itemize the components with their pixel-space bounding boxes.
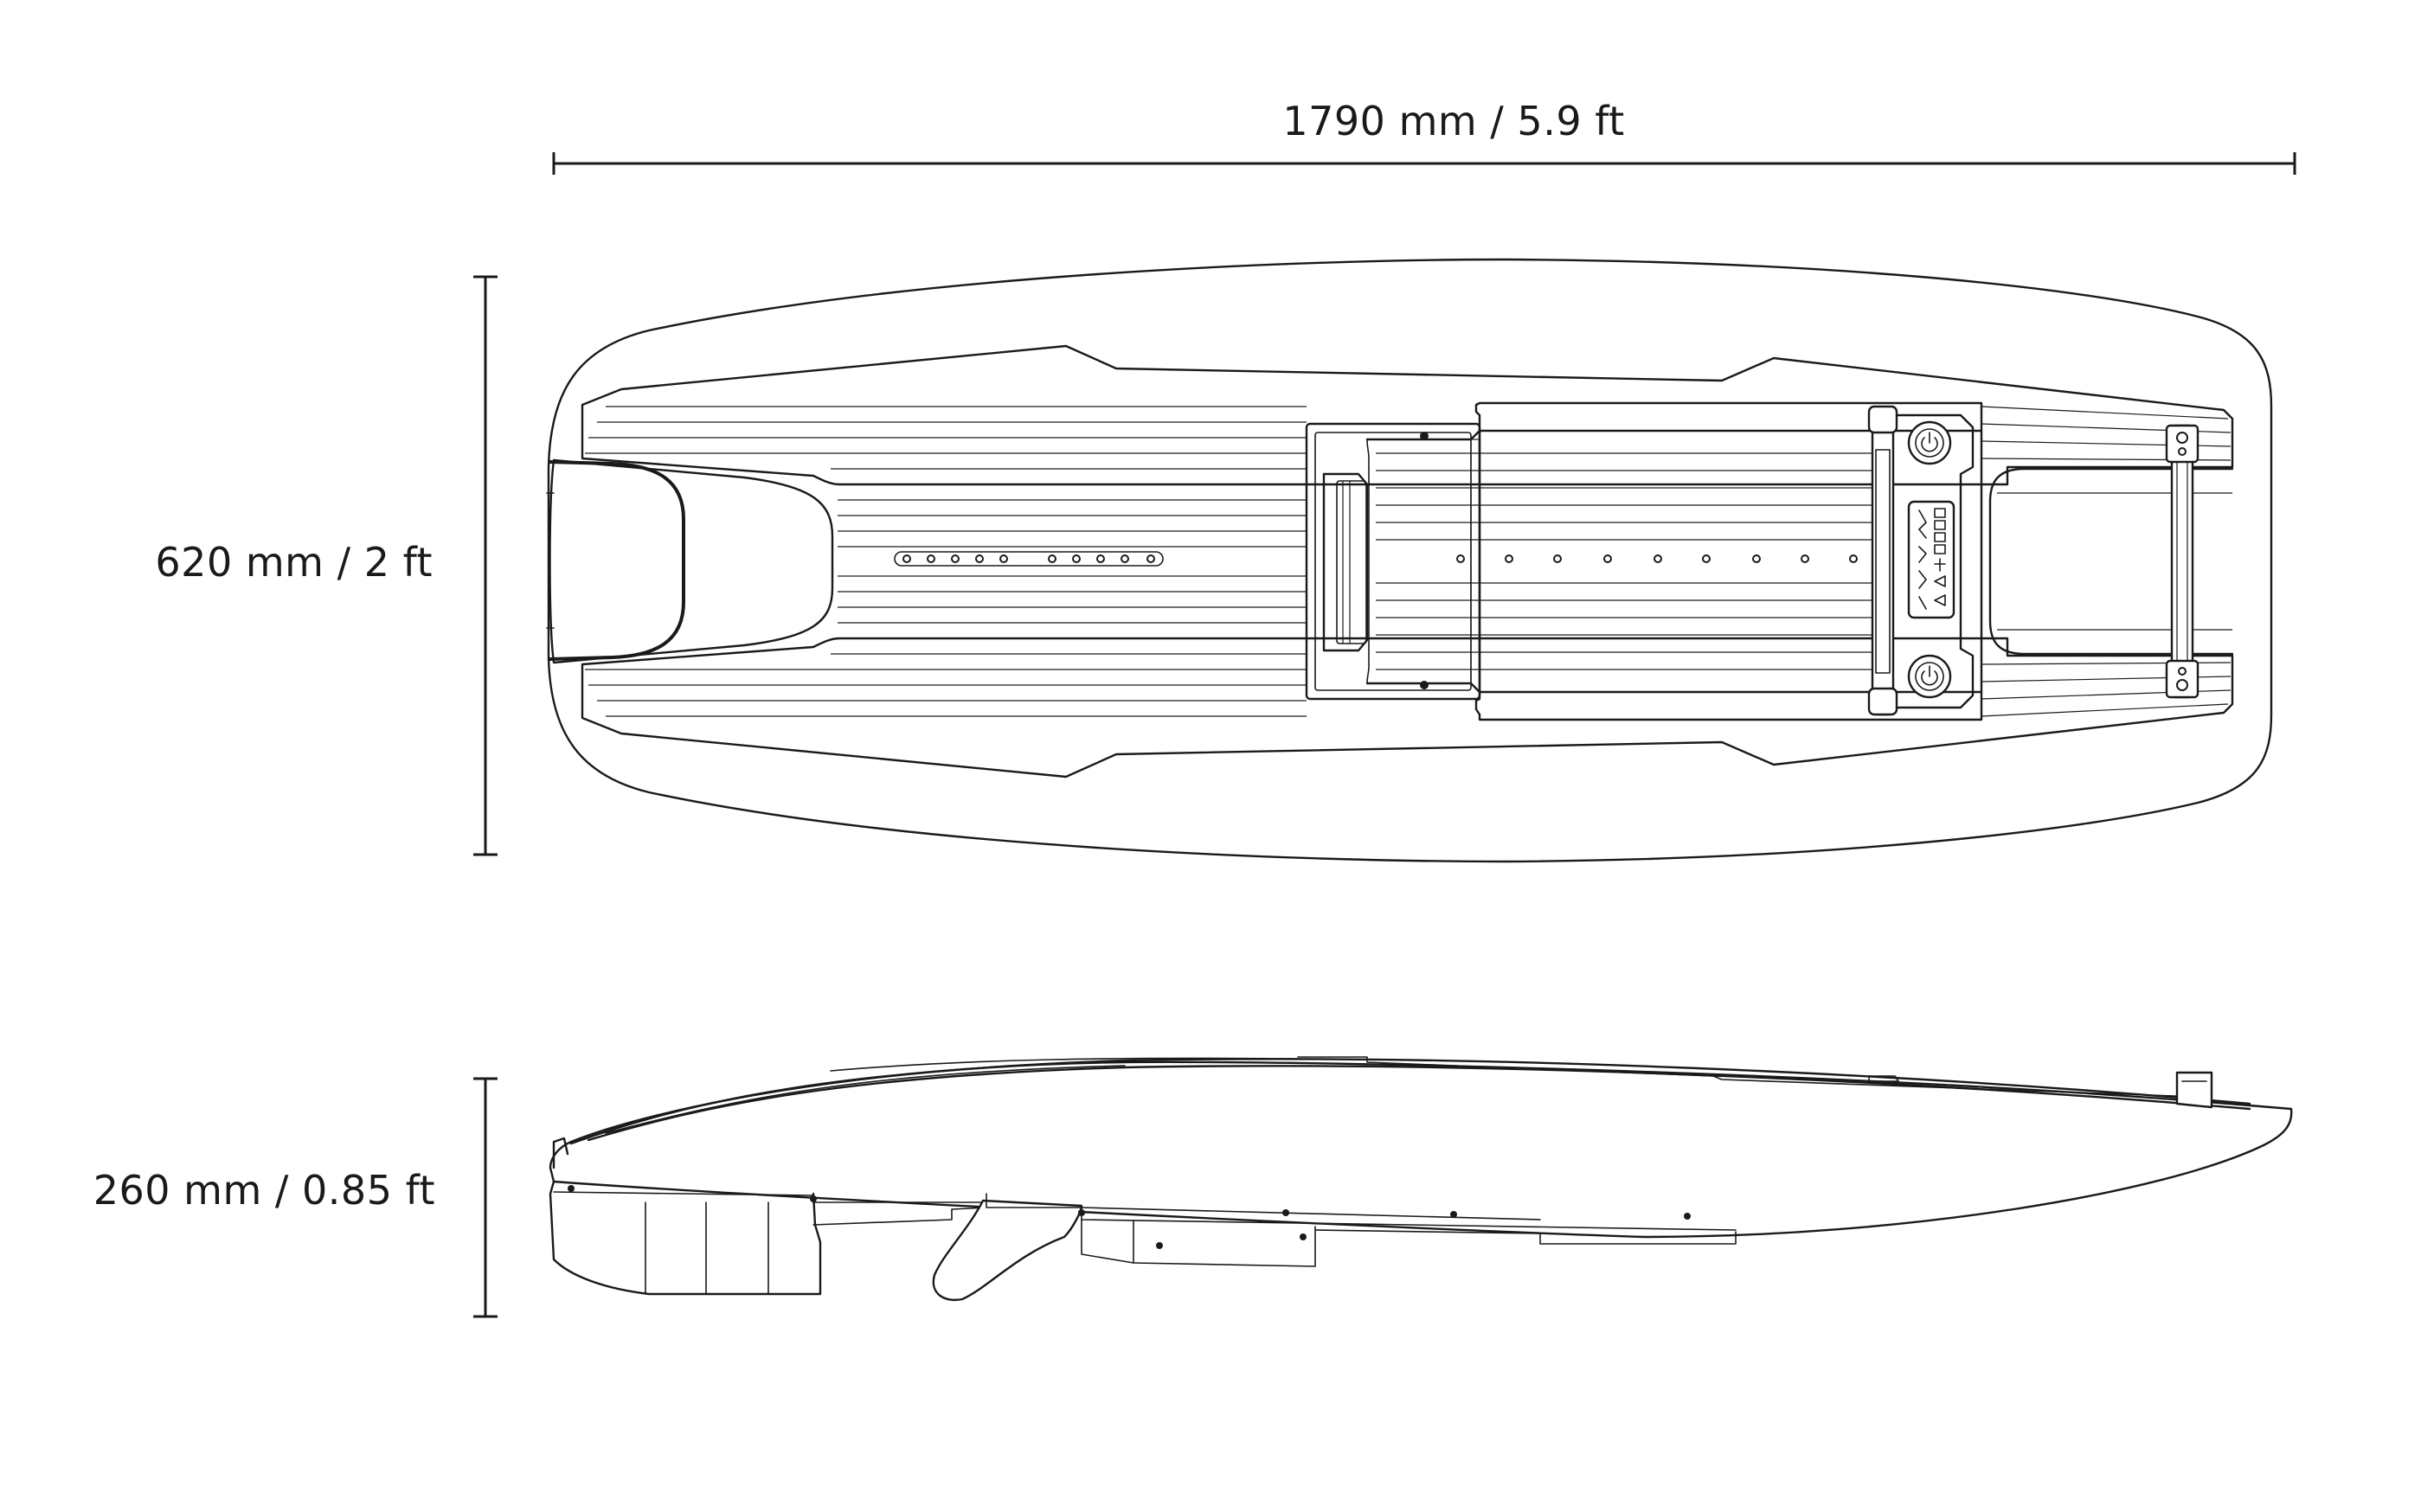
- battery-compartment: [1305, 422, 1481, 701]
- height-label: 260 mm / 0.85 ft: [93, 1167, 435, 1214]
- rear-mount-slot: [894, 551, 1164, 567]
- top-view: [546, 258, 2273, 863]
- channel-grooves: [838, 499, 1307, 624]
- side-front-handle: [2175, 1071, 2213, 1109]
- width-label: 620 mm / 2 ft: [155, 539, 433, 586]
- logo-panel: [1907, 500, 1955, 619]
- motor-pod: [549, 1180, 822, 1296]
- width-dimension: 620 mm / 2 ft: [155, 275, 498, 856]
- length-label: 1790 mm / 5.9 ft: [1282, 98, 1624, 144]
- front-foot-recess: [1988, 467, 2234, 656]
- fin: [932, 1199, 1083, 1302]
- length-dimension: 1790 mm / 5.9 ft: [552, 98, 2296, 175]
- side-view: [549, 1056, 2293, 1302]
- rear-intake-inner: [548, 460, 685, 661]
- rear-intake-outer: [549, 458, 834, 664]
- control-panel: [1895, 413, 1975, 709]
- lid-latch-bar: [1867, 405, 1898, 716]
- deck-pad-upper: [581, 344, 2234, 486]
- front-carry-handle[interactable]: [2165, 424, 2199, 699]
- side-hull: [549, 1060, 2293, 1239]
- battery-indicator-icon: [1934, 508, 1946, 606]
- height-dimension: 260 mm / 0.85 ft: [93, 1077, 498, 1318]
- deck-pad-lower: [581, 637, 2234, 778]
- hull-outline: [547, 258, 2273, 863]
- battery-lid: [1365, 401, 1983, 721]
